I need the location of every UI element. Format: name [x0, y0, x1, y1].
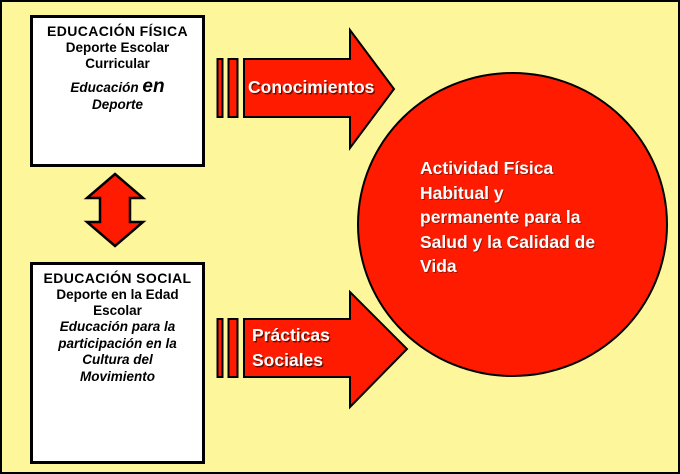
educacion-fisica-title: EDUCACIÓN FÍSICA	[47, 23, 188, 39]
conocimientos-arrow-body	[243, 26, 396, 152]
educacion-social-italic-line3: Cultura del	[82, 352, 153, 367]
educacion-en-line: Educación en	[33, 76, 202, 97]
educacion-social-title: EDUCACIÓN SOCIAL	[43, 270, 192, 286]
educacion-social-italic-line2: participación en la	[58, 335, 177, 351]
educacion-en-lead: Educación	[70, 80, 143, 95]
circle-text-line5: Vida	[420, 256, 457, 277]
educacion-en-emphasis: en	[142, 76, 165, 97]
conocimientos-label: Conocimientos	[248, 77, 375, 97]
practicas-arrow-stripe1	[216, 318, 224, 378]
educacion-fisica-subtitle-line2: Curricular	[85, 56, 150, 71]
educacion-social-italic-line4: Movimiento	[79, 368, 155, 384]
educacion-en-tail: Deporte	[91, 96, 143, 112]
educacion-social-subtitle-line2: Escolar	[93, 303, 142, 318]
circle-text-line4: Salud y la Calidad de	[420, 231, 596, 252]
actividad-fisica-circle: Actividad Física Habitual y permanente p…	[357, 72, 668, 377]
educacion-fisica-subtitle-line1: Deporte Escolar	[65, 40, 170, 55]
practicas-arrow-stripe2	[227, 318, 239, 378]
educacion-social-box: EDUCACIÓN SOCIAL Deporte en la Edad Esco…	[30, 262, 205, 464]
practicas-arrow-body	[243, 289, 409, 410]
circle-text-line2: Habitual y	[420, 182, 504, 203]
conocimientos-arrow-stripe2	[227, 58, 239, 118]
educacion-fisica-box: EDUCACIÓN FÍSICA Deporte Escolar Curricu…	[30, 15, 205, 167]
practicas-label-line2: Sociales	[252, 350, 324, 370]
double-headed-arrow-shape	[83, 172, 147, 248]
practicas-label-line1: Prácticas	[252, 325, 330, 345]
educacion-social-subtitle-line1: Deporte en la Edad	[56, 287, 179, 302]
practicas-sociales-label: Prácticas Sociales	[252, 323, 330, 373]
circle-text-line3: permanente para la	[420, 207, 581, 228]
practicas-sociales-arrow	[216, 289, 409, 410]
double-headed-arrow	[83, 172, 147, 248]
educacion-social-italic-line1: Educación para la	[59, 319, 176, 334]
circle-text-line1: Actividad Física	[420, 158, 554, 178]
conocimientos-arrow-stripe1	[216, 58, 224, 118]
conocimientos-arrow	[216, 26, 396, 152]
actividad-fisica-text: Actividad Física Habitual y permanente p…	[420, 156, 645, 279]
